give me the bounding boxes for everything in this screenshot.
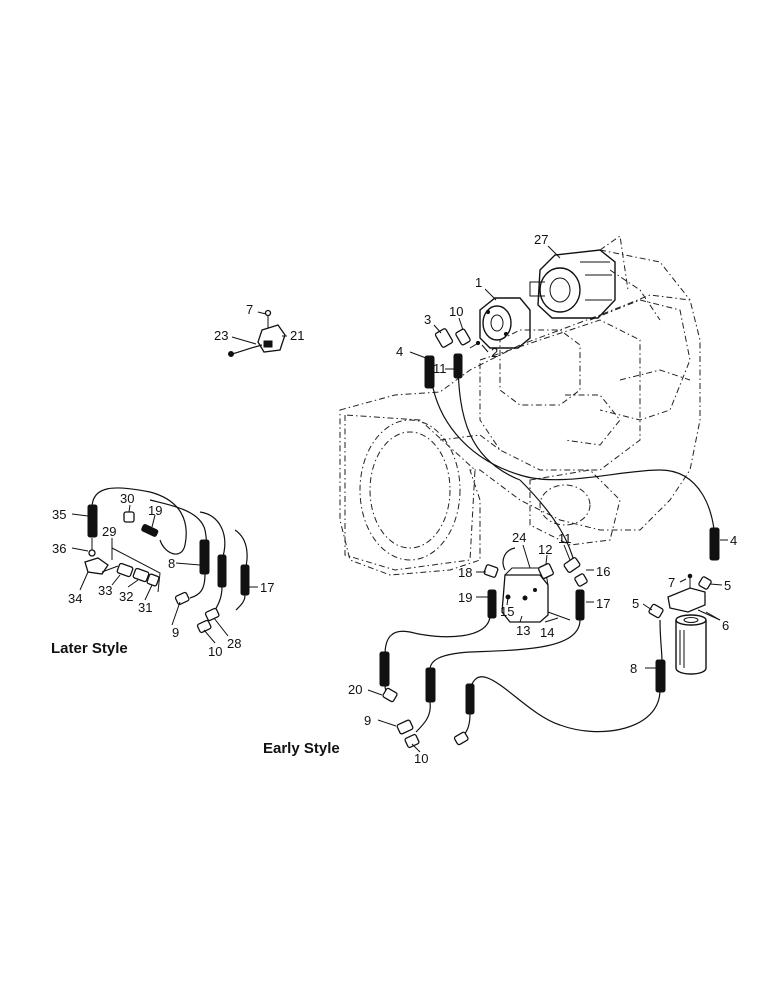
callout-11b: 11: [558, 531, 572, 546]
callout-12: 12: [538, 542, 552, 557]
callout-20: 20: [348, 682, 362, 697]
callout-14: 14: [540, 625, 554, 640]
pump-1: [479, 297, 531, 349]
callout-8: 8: [630, 661, 637, 676]
filter-assembly-6: [648, 573, 712, 693]
callout-5: 5: [724, 578, 731, 593]
callout-15: 15: [500, 604, 514, 619]
callout-9b: 9: [172, 625, 179, 640]
callout-8b: 8: [168, 556, 175, 571]
callout-10b: 10: [414, 751, 428, 766]
fittings-near-pump: [434, 328, 481, 349]
later-style-caption: Later Style: [51, 640, 128, 657]
pump-27: [529, 235, 629, 319]
callout-24: 24: [512, 530, 526, 545]
callout-35: 35: [52, 507, 66, 522]
callout-30: 30: [120, 491, 134, 506]
callout-4: 4: [396, 344, 403, 359]
callout-31: 31: [138, 600, 152, 615]
callouts: 27 1 3 10 2 4 11 7 23 21 24 12 11 16 17 …: [52, 232, 737, 766]
callout-19b: 19: [148, 503, 162, 518]
callout-18: 18: [458, 565, 472, 580]
callout-13: 13: [516, 623, 530, 638]
transmission-housing: [339, 249, 701, 576]
callout-17: 17: [596, 596, 610, 611]
callout-1: 1: [475, 275, 482, 290]
callout-16: 16: [596, 564, 610, 579]
switch-assembly-21: [228, 309, 286, 357]
callout-11: 11: [433, 361, 447, 376]
callout-6: 6: [722, 618, 729, 633]
callout-17b: 17: [260, 580, 274, 595]
callout-9: 9: [364, 713, 371, 728]
leader-lines: [71, 245, 728, 753]
callout-19: 19: [458, 590, 472, 605]
callout-5b: 5: [632, 596, 639, 611]
callout-32: 32: [119, 589, 133, 604]
early-style-caption: Early Style: [263, 740, 340, 757]
later-style-group: [84, 487, 250, 634]
callout-10: 10: [449, 304, 463, 319]
callout-27: 27: [534, 232, 548, 247]
callout-10c: 10: [208, 644, 222, 659]
callout-36: 36: [52, 541, 66, 556]
callout-7b: 7: [668, 575, 675, 590]
callout-28: 28: [227, 636, 241, 651]
callout-23: 23: [214, 328, 228, 343]
callout-33: 33: [98, 583, 112, 598]
valve-fittings: [483, 557, 588, 621]
callout-29: 29: [102, 524, 116, 539]
callout-7: 7: [246, 302, 253, 317]
hoses-upper: [424, 353, 720, 566]
callout-3: 3: [424, 312, 431, 327]
callout-4b: 4: [730, 533, 737, 548]
early-style-hoses: [379, 614, 661, 749]
callout-2: 2: [491, 345, 498, 360]
callout-21: 21: [290, 328, 304, 343]
callout-34: 34: [68, 591, 82, 606]
